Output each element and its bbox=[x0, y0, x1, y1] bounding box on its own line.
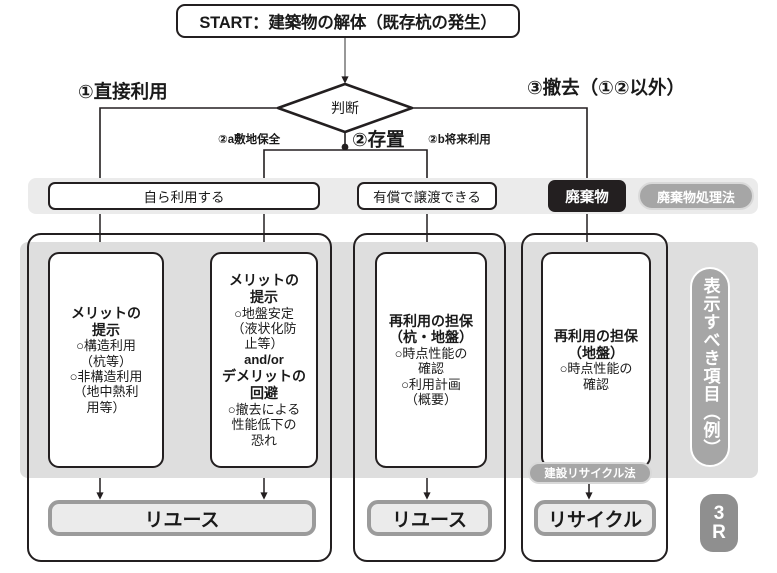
branch-label-store: ②存置 bbox=[352, 129, 405, 150]
detail-box-demerit-head: デメリットの 回避 bbox=[222, 368, 306, 402]
result-reuse-mid-label: リユース bbox=[391, 509, 468, 531]
detail-box-reuse-guarantee-ground-head: 再利用の担保 （地盤） bbox=[554, 327, 638, 361]
detail-box-reuse-guarantee-ground[interactable]: 再利用の担保 （地盤） ○時点性能の 確認 bbox=[541, 252, 651, 468]
decision-diamond-label: 判断 bbox=[331, 100, 359, 116]
branch-label-direct-use: ①直接利用 bbox=[78, 81, 168, 102]
detail-box-merit-structural[interactable]: メリットの 提示 ○構造利用 （杭等） ○非構造利用 （地中熱利 用等） bbox=[48, 252, 164, 468]
detail-box-merit-structural-head: メリットの 提示 bbox=[71, 304, 141, 338]
start-node-label: START：建築物の解体（既存杭の発生） bbox=[199, 14, 497, 32]
detail-box-reuse-guarantee-ground-items: ○時点性能の 確認 bbox=[559, 361, 633, 392]
result-reuse-mid[interactable]: リユース bbox=[367, 500, 492, 536]
badge-3r-line1: 3 bbox=[713, 502, 725, 524]
pill-waste-disposal-law-label: 廃棄物処理法 bbox=[656, 189, 735, 205]
box-paid-transfer-label: 有償で譲渡できる bbox=[373, 190, 481, 205]
pill-waste-disposal-law: 廃棄物処理法 bbox=[638, 182, 754, 210]
box-waste[interactable]: 廃棄物 bbox=[548, 180, 626, 212]
box-self-use-label: 自ら利用する bbox=[143, 190, 225, 205]
result-recycle-label: リサイクル bbox=[547, 509, 643, 531]
column-outline-removal bbox=[521, 233, 668, 562]
result-reuse-left-label: リユース bbox=[144, 509, 220, 531]
start-node[interactable]: START：建築物の解体（既存杭の発生） bbox=[176, 4, 520, 38]
box-paid-transfer[interactable]: 有償で譲渡できる bbox=[357, 182, 497, 210]
detail-box-merit-structural-items: ○構造利用 （杭等） ○非構造利用 （地中熱利 用等） bbox=[69, 338, 143, 415]
result-reuse-left[interactable]: リユース bbox=[48, 500, 316, 536]
branch-label-removal: ③撤去（①②以外） bbox=[527, 77, 685, 98]
detail-box-merit-ground-items: ○地盤安定 （液状化防 止等） bbox=[231, 305, 297, 352]
pill-construction-recycling-law: 建設リサイクル法 bbox=[528, 462, 652, 484]
detail-box-reuse-guarantee-pile-ground-head: 再利用の担保 （杭・地盤） bbox=[389, 312, 473, 346]
box-waste-label: 廃棄物 bbox=[565, 189, 609, 206]
column-outline-direct-use bbox=[27, 233, 332, 562]
detail-box-reuse-guarantee-pile-ground[interactable]: 再利用の担保 （杭・地盤） ○時点性能の 確認 ○利用計画 （概要） bbox=[375, 252, 487, 468]
badge-3r-line2: R bbox=[712, 522, 726, 543]
result-recycle[interactable]: リサイクル bbox=[534, 500, 656, 536]
detail-box-merit-ground-head: メリットの 提示 bbox=[229, 271, 299, 305]
detail-box-reuse-guarantee-pile-ground-items: ○時点性能の 確認 ○利用計画 （概要） bbox=[394, 346, 468, 408]
column-outline-store bbox=[353, 233, 506, 562]
detail-box-merit-ground-andor: and/or bbox=[244, 351, 284, 367]
badge-3r: 3 R bbox=[700, 494, 738, 552]
badge-display-items-label: 表示すべき項目（例） bbox=[700, 277, 720, 457]
pill-construction-recycling-law-label: 建設リサイクル法 bbox=[544, 468, 636, 480]
detail-box-merit-ground[interactable]: メリットの 提示 ○地盤安定 （液状化防 止等） and/or デメリットの 回… bbox=[210, 252, 318, 468]
decision-diamond[interactable]: 判断 bbox=[278, 84, 412, 132]
branch-sublabel-2b: ②b将来利用 bbox=[428, 134, 491, 146]
branch-sublabel-2a: ②a敷地保全 bbox=[218, 134, 281, 146]
box-self-use[interactable]: 自ら利用する bbox=[48, 182, 320, 210]
detail-box-demerit-items: ○撤去による 性能低下の 恐れ bbox=[227, 402, 301, 448]
badge-display-items: 表示すべき項目（例） bbox=[690, 267, 730, 467]
